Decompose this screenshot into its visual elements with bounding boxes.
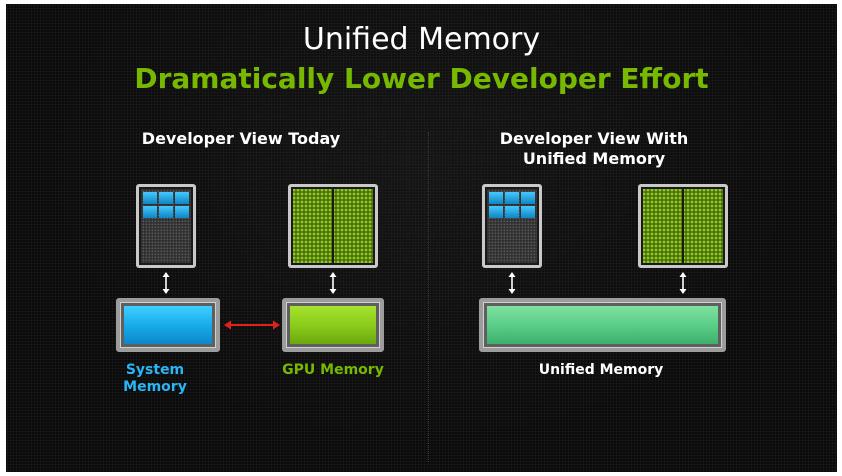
panel-divider xyxy=(428,132,429,462)
double-arrow-icon xyxy=(679,272,687,294)
gpu-memory-block xyxy=(282,298,384,352)
memory-copy-arrow-icon xyxy=(224,320,280,330)
gpu-chip-icon xyxy=(638,184,728,268)
slide: Unified Memory Dramatically Lower Develo… xyxy=(6,4,837,472)
right-panel-heading: Developer View With Unified Memory xyxy=(499,129,689,168)
cpu-chip-icon xyxy=(136,184,196,268)
double-arrow-icon xyxy=(508,272,516,294)
unified-memory-label: Unified Memory xyxy=(538,362,664,378)
system-memory-block xyxy=(116,298,220,352)
double-arrow-icon xyxy=(329,272,337,294)
cpu-chip-icon xyxy=(482,184,542,268)
slide-title: Unified Memory xyxy=(302,22,541,57)
system-memory-label: System Memory xyxy=(123,362,187,395)
slide-subtitle: Dramatically Lower Developer Effort xyxy=(134,62,709,95)
unified-memory-block xyxy=(479,298,726,352)
gpu-chip-icon xyxy=(288,184,378,268)
double-arrow-icon xyxy=(162,272,170,294)
gpu-memory-label: GPU Memory xyxy=(282,362,384,378)
left-panel-heading: Developer View Today xyxy=(141,129,341,148)
